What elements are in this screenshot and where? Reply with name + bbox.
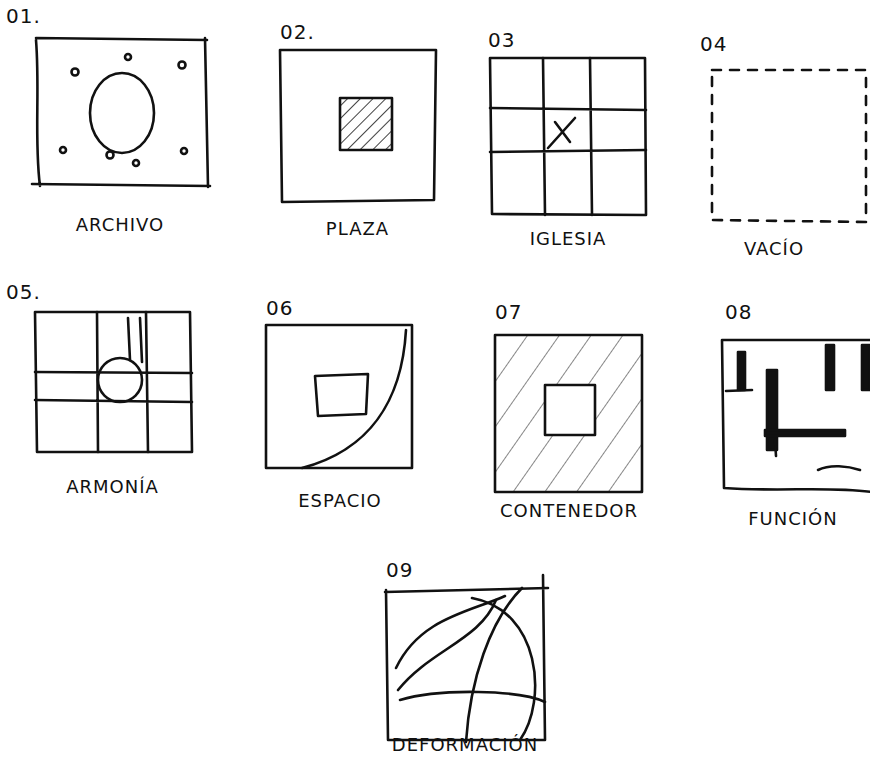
sketch-number: 01. <box>6 4 41 28</box>
espacio-sketch <box>266 325 412 468</box>
sketch-number: 02. <box>280 20 315 44</box>
sketch-number: 05. <box>6 280 41 304</box>
sketch-caption: ESPACIO <box>260 490 420 511</box>
deformacion-sketch <box>385 575 548 742</box>
sketch-number: 06 <box>266 296 293 320</box>
sketch-caption: ARMONÍA <box>30 476 195 497</box>
sketch-caption: DEFORMACIÓN <box>370 734 560 755</box>
sketch-caption: PLAZA <box>280 218 435 239</box>
armonia-sketch <box>35 312 192 452</box>
sketch-number: 07 <box>495 300 522 324</box>
funcion-sketch <box>722 340 870 492</box>
archivo-sketch <box>32 38 210 187</box>
sketch-caption: VACÍO <box>704 238 844 259</box>
plaza-sketch <box>280 50 436 202</box>
iglesia-sketch <box>490 58 646 215</box>
sketch-number: 09 <box>386 558 413 582</box>
sketch-number: 03 <box>488 28 515 52</box>
contenedor-sketch <box>495 335 642 492</box>
sketch-number: 08 <box>725 300 752 324</box>
sketch-caption: ARCHIVO <box>40 214 200 235</box>
sketch-caption: IGLESIA <box>490 228 646 249</box>
sketch-number: 04 <box>700 32 727 56</box>
sketch-caption: FUNCIÓN <box>720 508 866 529</box>
sketch-caption: CONTENEDOR <box>480 500 658 521</box>
vacio-sketch <box>712 70 866 222</box>
